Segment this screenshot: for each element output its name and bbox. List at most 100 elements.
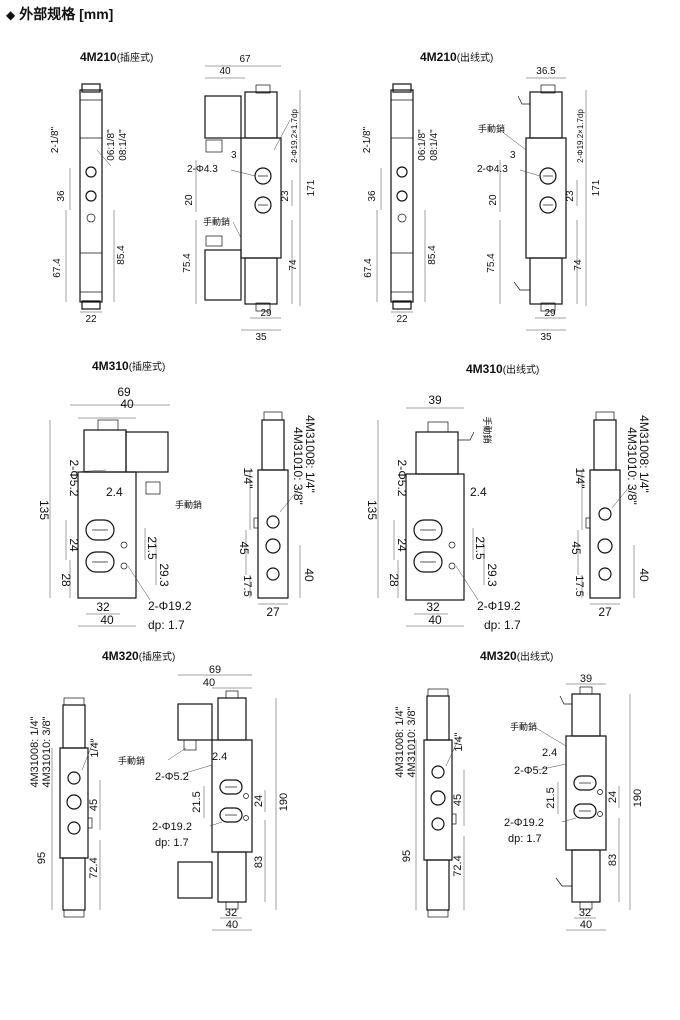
dim-2-4: 2.4 (106, 485, 123, 499)
dim-phi: 2-Φ19.2 (504, 817, 544, 829)
dim-67: 67 (239, 54, 251, 65)
caption-model: 4M320 (480, 649, 517, 663)
port-circle (598, 507, 612, 521)
dim-40: 40 (428, 613, 442, 627)
page-heading: ◆外部规格 [mm] (6, 4, 113, 24)
dim-29: 29 (260, 308, 272, 319)
caption-style: (出线式) (456, 53, 494, 64)
port-circle (67, 821, 81, 835)
dim-spec-1: 4M31008: 1/4" (303, 415, 317, 493)
caption-model: 4M310 (92, 359, 129, 373)
dim-phi: 2-Φ19.2 (148, 599, 192, 613)
dim-40: 40 (580, 919, 592, 931)
dim-83: 83 (253, 856, 265, 868)
valve-body (59, 747, 89, 859)
plug-connector (204, 249, 242, 301)
drawing-4m320-wire-side: 4M31008: 1/4" 4M31010: 3/8" 1/4" 45 95 7… (394, 688, 465, 918)
solenoid-coil (426, 859, 450, 911)
port-circle (85, 166, 97, 178)
dim-21-5: 21.5 (545, 787, 557, 808)
dim-45: 45 (452, 794, 464, 806)
end-cap (392, 83, 412, 93)
valve-body (565, 735, 607, 851)
dim-32: 32 (225, 907, 237, 919)
dim-190: 190 (632, 789, 644, 807)
dim-20: 20 (184, 194, 195, 206)
drawing-4m310-wire-front: 39 手動銷 2-Φ5.2 2.4 135 24 28 21.5 29.3 32… (365, 393, 521, 632)
drawing-4m320-plug-side: 4M31008: 1/4" 4M31010: 3/8" 1/4" 45 95 7… (29, 697, 101, 918)
dim-port-size: 2-1/8" (362, 126, 373, 153)
drawing-4m210-plug-side: 2-1/8" 06:1/8" 08:1/4" 36 67.4 85.4 22 (50, 83, 129, 325)
port-circle (431, 765, 445, 779)
drawing-4m210-wire-side: 2-1/8" 06:1/8" 08:1/4" 36 67.4 85.4 22 (362, 83, 440, 325)
dim-port-08: 08:1/4" (429, 129, 440, 161)
dim-phi: 2-Φ19.2 (477, 599, 521, 613)
port-circle (67, 771, 81, 785)
dim-32: 32 (426, 600, 440, 614)
dim-67-4: 67.4 (363, 258, 374, 278)
drawing-4m310-wire-side: 4M31008: 1/4" 4M31010: 3/8" 1/4" 45 17.5… (569, 411, 651, 619)
valve-body (390, 89, 414, 303)
dim-17-5: 17.5 (573, 575, 585, 596)
dim-40: 40 (219, 66, 231, 77)
dim-mount-hole: 2-Φ5.2 (67, 460, 81, 497)
lead-wire (458, 431, 475, 441)
solenoid-coil (426, 695, 450, 741)
caption-4m210-plug: 4M210(插座式) (80, 49, 153, 64)
dim-24: 24 (253, 795, 265, 807)
dim-depth: dp: 1.7 (155, 837, 189, 849)
dim-23: 23 (565, 190, 576, 202)
dim-port-1-4: 1/4" (241, 468, 255, 489)
dim-spec-2: 4M31010: 3/8" (406, 706, 418, 777)
dim-24: 24 (67, 538, 81, 552)
port-circle (219, 807, 243, 823)
solenoid-coil (529, 91, 563, 139)
dim-85-4: 85.4 (427, 245, 438, 265)
dim-171: 171 (591, 179, 602, 196)
port-circle (396, 190, 408, 202)
port-circle (86, 213, 96, 223)
caption-4m310-plug: 4M310(插座式) (92, 358, 165, 373)
dim-17-5: 17.5 (241, 575, 253, 596)
caption-4m320-wire: 4M320(出线式) (480, 648, 553, 663)
manual-override (183, 739, 197, 751)
solenoid-coil (244, 257, 278, 305)
dim-40: 40 (302, 568, 316, 582)
port-circle (430, 790, 446, 806)
dim-2-4: 2.4 (212, 751, 227, 763)
solenoid-coil (244, 91, 278, 139)
dim-35: 35 (255, 332, 267, 343)
dim-45: 45 (88, 799, 100, 811)
label-manual-override: 手動銷 (203, 216, 230, 227)
end-cap (392, 300, 412, 310)
lead-wire (513, 281, 530, 291)
label-manual-override: 手動銷 (482, 416, 493, 443)
port-circle (539, 196, 557, 214)
dim-20: 20 (488, 194, 499, 206)
plug-connector (204, 95, 242, 139)
solenoid-coil (62, 704, 86, 749)
heading-text: 外部规格 [mm] (19, 6, 114, 22)
label-manual-override: 手動銷 (118, 755, 145, 766)
dim-32: 32 (96, 600, 110, 614)
caption-model: 4M210 (420, 50, 457, 64)
dim-mount-hole: 2-Φ4.3 (187, 164, 218, 175)
dim-40: 40 (637, 568, 651, 582)
dim-28: 28 (387, 573, 401, 587)
dim-21-5: 21.5 (145, 536, 159, 560)
dim-21-5: 21.5 (191, 791, 203, 812)
port-circle (254, 196, 272, 214)
port-circle (66, 794, 82, 810)
solenoid-coil (261, 419, 285, 471)
dim-40-bottom: 40 (226, 919, 238, 931)
solenoid-coil (571, 849, 601, 903)
solenoid-coil (217, 697, 247, 741)
valve-body (525, 137, 567, 259)
dim-40-bottom: 40 (100, 613, 114, 627)
caption-model: 4M210 (80, 50, 117, 64)
caption-style: (插座式) (128, 362, 166, 373)
dim-3: 3 (231, 150, 237, 161)
drawing-4m320-wire-front: 39 手動銷 2.4 2-Φ5.2 21.5 24 190 2-Φ19.2 dp… (504, 673, 644, 931)
dim-40: 40 (120, 397, 134, 411)
port-circle (85, 551, 115, 573)
